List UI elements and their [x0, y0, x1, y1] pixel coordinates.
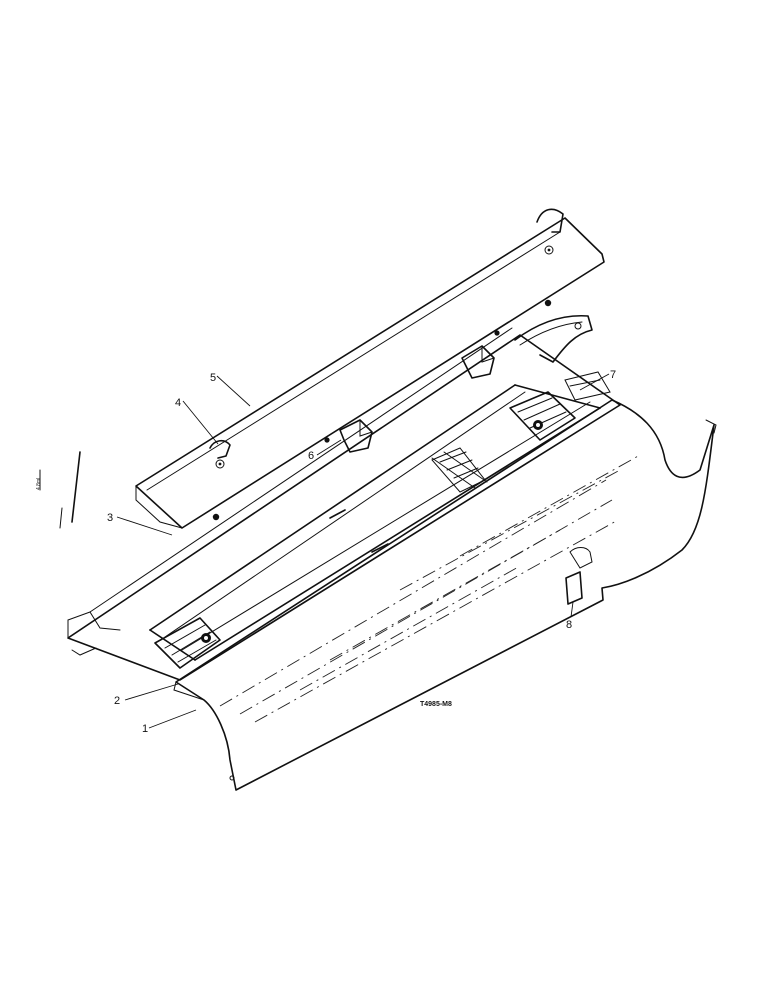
callout-1: 1	[142, 723, 148, 735]
callout-4: 4	[175, 397, 181, 409]
callout-5: 5	[210, 372, 216, 384]
callout-labels: 1 2 3 4 5 6 7 8	[107, 369, 616, 735]
inner-tray	[67, 327, 621, 681]
leader-lines	[116, 373, 610, 729]
top-cover-panel	[135, 208, 605, 529]
callout-7: 7	[610, 369, 616, 381]
callout-8: 8	[566, 619, 572, 631]
callout-2: 2	[114, 695, 120, 707]
figure-reference: T4985-M8	[420, 701, 452, 708]
margin-marks	[39, 451, 81, 529]
callout-6: 6	[308, 450, 314, 462]
hinge-brackets	[339, 345, 495, 453]
side-panel	[173, 399, 717, 791]
rear-side-piece	[514, 315, 593, 363]
side-mark: 4 8ml	[36, 478, 42, 490]
callout-3: 3	[107, 512, 113, 524]
